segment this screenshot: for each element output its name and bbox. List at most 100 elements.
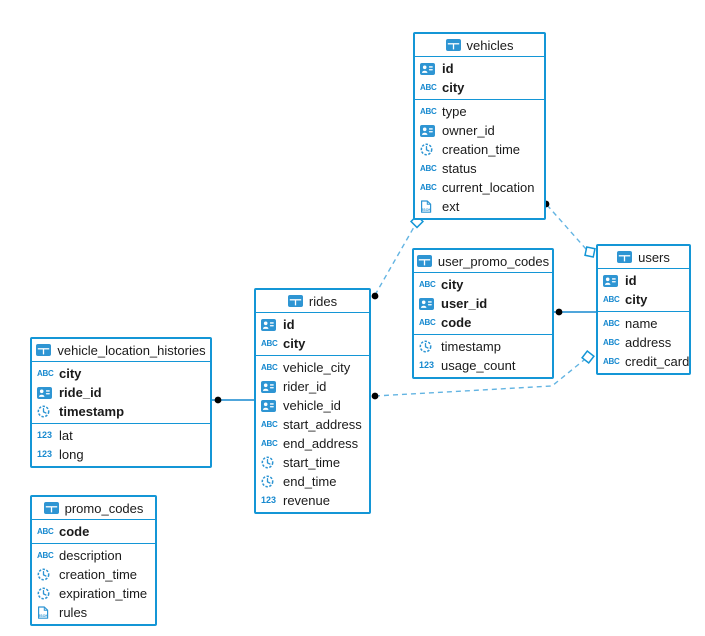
field-row[interactable]: ABC start_address <box>256 415 369 434</box>
field-name: type <box>442 104 467 119</box>
text-type-icon: ABC <box>420 106 437 116</box>
field-name: city <box>59 366 82 381</box>
field-row[interactable]: ABC city <box>32 364 210 383</box>
field-name: rider_id <box>283 379 327 394</box>
field-name: owner_id <box>442 123 495 138</box>
primary-key-section: ABC code <box>32 520 155 543</box>
field-row[interactable]: ABC description <box>32 546 155 565</box>
field-row[interactable]: timestamp <box>414 337 552 356</box>
field-name: name <box>625 316 658 331</box>
field-row[interactable]: ABC credit_card <box>598 352 689 371</box>
field-name: user_id <box>441 296 488 311</box>
primary-key-section: id ABC city <box>598 269 689 311</box>
field-row[interactable]: ABC status <box>415 159 544 178</box>
table-name: vehicle_location_histories <box>57 342 206 358</box>
field-row[interactable]: rider_id <box>256 377 369 396</box>
table-rides[interactable]: rides id ABC city ABC vehicle_city rider… <box>254 288 371 514</box>
field-row[interactable]: ABC code <box>32 522 155 541</box>
table-header[interactable]: vehicles <box>415 34 544 57</box>
field-name: code <box>59 524 90 539</box>
fields-section: ABC vehicle_city rider_id vehicle_id ABC… <box>256 355 369 512</box>
fields-section: 123 lat 123 long <box>32 423 210 466</box>
field-name: code <box>441 315 472 330</box>
field-row[interactable]: creation_time <box>415 140 544 159</box>
field-row[interactable]: 123 usage_count <box>414 356 552 375</box>
field-row[interactable]: ABC city <box>414 275 552 294</box>
fields-section: ABC description creation_time expiration… <box>32 543 155 624</box>
relation-vehicle-location-histories-rides[interactable] <box>212 396 254 404</box>
field-row[interactable]: owner_id <box>415 121 544 140</box>
field-row[interactable]: ABC address <box>598 333 689 352</box>
field-name: address <box>625 335 672 350</box>
field-row[interactable]: ABC current_location <box>415 178 544 197</box>
field-row[interactable]: start_time <box>256 453 369 472</box>
field-row[interactable]: timestamp <box>32 402 210 421</box>
user-type-icon <box>261 400 278 412</box>
field-row[interactable]: 123 lat <box>32 426 210 445</box>
table-header[interactable]: rides <box>256 290 369 313</box>
field-row[interactable]: ext <box>415 197 544 216</box>
field-row[interactable]: 123 revenue <box>256 491 369 510</box>
field-name: current_location <box>442 180 535 195</box>
table-icon <box>288 295 303 307</box>
field-row[interactable]: ABC vehicle_city <box>256 358 369 377</box>
user-type-icon <box>261 381 278 393</box>
text-type-icon: ABC <box>261 419 278 429</box>
field-name: vehicle_city <box>283 360 351 375</box>
field-row[interactable]: id <box>415 59 544 78</box>
field-row[interactable]: vehicle_id <box>256 396 369 415</box>
field-name: city <box>442 80 465 95</box>
table-promo-codes[interactable]: promo_codes ABC code ABC description cre… <box>30 495 157 626</box>
field-name: ride_id <box>59 385 102 400</box>
table-header[interactable]: promo_codes <box>32 497 155 520</box>
field-name: city <box>441 277 464 292</box>
field-name: timestamp <box>441 339 501 354</box>
field-name: creation_time <box>59 567 138 582</box>
field-row[interactable]: ABC code <box>414 313 552 332</box>
field-row[interactable]: id <box>598 271 689 290</box>
field-row[interactable]: rules <box>32 603 155 622</box>
table-header[interactable]: vehicle_location_histories <box>32 339 210 362</box>
table-header[interactable]: user_promo_codes <box>414 250 552 273</box>
field-row[interactable]: ride_id <box>32 383 210 402</box>
relation-rides-users[interactable] <box>371 350 595 400</box>
table-icon <box>44 502 59 514</box>
field-row[interactable]: end_time <box>256 472 369 491</box>
table-user-promo-codes[interactable]: user_promo_codes ABC city user_id ABC co… <box>412 248 554 379</box>
field-row[interactable]: expiration_time <box>32 584 155 603</box>
text-type-icon: ABC <box>603 294 620 304</box>
text-type-icon: ABC <box>603 318 620 328</box>
field-row[interactable]: ABC type <box>415 102 544 121</box>
text-type-icon: ABC <box>420 163 437 173</box>
table-vehicle-location-histories[interactable]: vehicle_location_histories ABC city ride… <box>30 337 212 468</box>
json-type-icon <box>37 606 54 619</box>
table-header[interactable]: users <box>598 246 689 269</box>
table-icon <box>446 39 461 51</box>
field-row[interactable]: creation_time <box>32 565 155 584</box>
field-row[interactable]: user_id <box>414 294 552 313</box>
field-name: id <box>442 61 454 76</box>
field-name: id <box>625 273 637 288</box>
field-name: city <box>625 292 648 307</box>
relation-user-promo-codes-users[interactable] <box>554 308 596 316</box>
field-row[interactable]: ABC city <box>598 290 689 309</box>
table-users[interactable]: users id ABC city ABC name ABC address A… <box>596 244 691 375</box>
primary-key-section: id ABC city <box>256 313 369 355</box>
field-name: credit_card <box>625 354 690 369</box>
field-row[interactable]: 123 long <box>32 445 210 464</box>
field-name: city <box>283 336 306 351</box>
table-vehicles[interactable]: vehicles id ABC city ABC type owner_id <box>413 32 546 220</box>
text-type-icon: ABC <box>37 526 54 536</box>
field-row[interactable]: ABC end_address <box>256 434 369 453</box>
table-name: users <box>638 249 670 265</box>
field-name: status <box>442 161 477 176</box>
field-row[interactable]: ABC city <box>415 78 544 97</box>
field-row[interactable]: id <box>256 315 369 334</box>
user-type-icon <box>261 319 278 331</box>
table-icon <box>417 255 432 267</box>
field-row[interactable]: ABC city <box>256 334 369 353</box>
field-row[interactable]: ABC name <box>598 314 689 333</box>
text-type-icon: ABC <box>37 550 54 560</box>
fields-section: ABC name ABC address ABC credit_card <box>598 311 689 373</box>
time-type-icon <box>37 405 54 418</box>
